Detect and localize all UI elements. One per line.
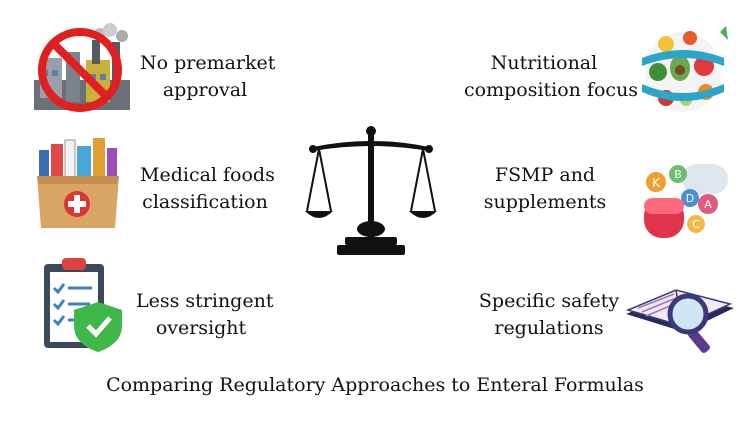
svg-text:A: A bbox=[704, 198, 712, 211]
vitamin-supplement-icon: K B D A C bbox=[640, 160, 730, 242]
diagram-caption: Comparing Regulatory Approaches to Enter… bbox=[106, 374, 644, 396]
label-specific-safety-regulations: Specific safety regulations bbox=[478, 290, 620, 339]
label-nutritional-composition-focus: Nutritional composition focus bbox=[464, 52, 639, 101]
book-magnifier-icon bbox=[622, 278, 738, 354]
label-less-stringent-oversight: Less stringent oversight bbox=[136, 290, 274, 339]
svg-text:C: C bbox=[692, 218, 700, 231]
healthy-food-ribbon-icon bbox=[636, 22, 730, 118]
medical-food-box-icon bbox=[33, 136, 123, 230]
label-fsmp-and-supplements: FSMP and supplements bbox=[483, 164, 607, 213]
label-medical-foods-classification: Medical foods classification bbox=[140, 164, 275, 213]
balance-scale-icon bbox=[305, 125, 437, 257]
svg-text:D: D bbox=[686, 192, 694, 205]
no-factory-icon bbox=[30, 22, 134, 114]
svg-text:B: B bbox=[674, 168, 682, 181]
svg-text:K: K bbox=[652, 176, 661, 190]
checklist-shield-icon bbox=[40, 254, 124, 352]
label-no-premarket-approval: No premarket approval bbox=[140, 52, 276, 101]
